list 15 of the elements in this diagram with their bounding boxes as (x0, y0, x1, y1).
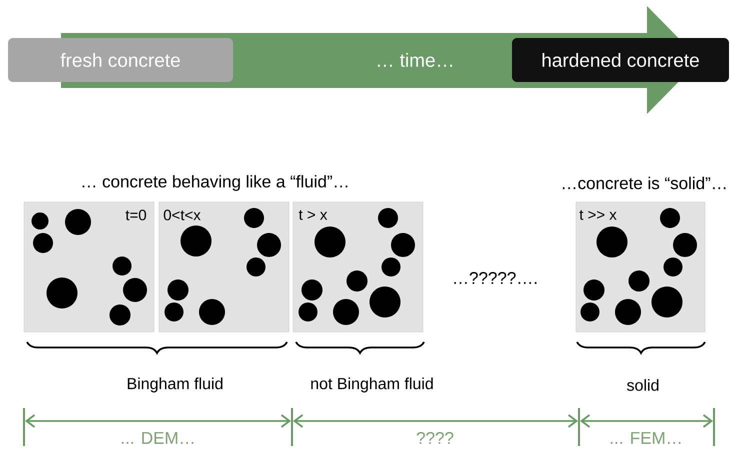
time-label: t=0 (126, 210, 146, 220)
method-label: ???? (416, 432, 454, 444)
method-label: ... FEM… (610, 432, 680, 444)
time-label: t > x (298, 210, 328, 220)
ellipsis-text: …?????…. (454, 272, 536, 284)
phase-heading: … concrete behaving like a “fluid”… (82, 175, 348, 191)
behaviour-label: Bingham fluid (128, 378, 222, 392)
time-label: 0<t<x (164, 210, 201, 220)
behaviour-label: not Bingham fluid (311, 378, 433, 392)
stage-box: fresh concrete (8, 38, 233, 82)
time-label: t >> x (579, 210, 617, 220)
behaviour-label: solid (626, 379, 658, 391)
method-label: ... DEM… (122, 432, 194, 444)
stage-box: hardened concrete (512, 38, 729, 82)
time-label: … time… (378, 53, 452, 67)
